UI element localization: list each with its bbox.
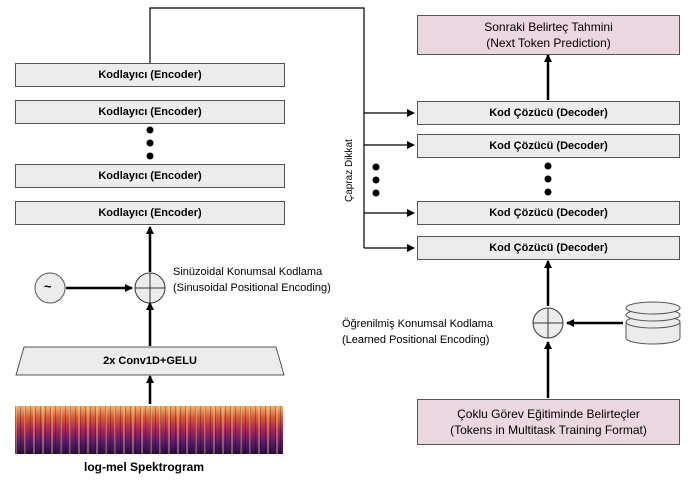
encoder-block: Kodlayıcı (Encoder) <box>15 100 285 124</box>
decoder-block: Kod Çözücü (Decoder) <box>417 236 680 260</box>
decoder-block: Kod Çözücü (Decoder) <box>417 134 680 158</box>
encoder-block: Kodlayıcı (Encoder) <box>15 63 285 87</box>
next-token-prediction-box: Sonraki Belirteç Tahmini (Next Token Pre… <box>417 15 680 55</box>
encoder-dot <box>146 152 154 160</box>
encoder-block-label: Kodlayıcı (Encoder) <box>98 69 202 81</box>
decoder-dot <box>544 175 552 183</box>
spectrogram-caption: log-mel Spektrogram <box>84 460 205 474</box>
sine-symbol: ~ <box>44 279 52 294</box>
decoder-block-label: Kod Çözücü (Decoder) <box>489 107 608 119</box>
cross-attn-dot <box>372 189 380 197</box>
cross-attn-dot <box>372 176 380 184</box>
spectrogram-image <box>15 406 283 454</box>
cross-attn-dot <box>372 163 380 171</box>
multitask-tokens-box: Çoklu Görev Eğitiminde Belirteçler (Toke… <box>417 399 680 445</box>
multitask-tokens-label-tr: Çoklu Görev Eğitiminde Belirteçler <box>457 407 640 421</box>
next-token-label-tr: Sonraki Belirteç Tahmini <box>484 20 613 34</box>
conv-trapezoid <box>15 346 285 376</box>
encoder-block: Kodlayıcı (Encoder) <box>15 164 285 188</box>
encoder-block: Kodlayıcı (Encoder) <box>15 201 285 225</box>
conv-layer-label: 2x Conv1D+GELU <box>103 355 197 367</box>
cross-attention-label: Çapraz Dikkat <box>344 139 355 202</box>
conv-layer: 2x Conv1D+GELU <box>24 347 276 375</box>
decoder-block-label: Kod Çözücü (Decoder) <box>489 207 608 219</box>
decoder-dot <box>544 188 552 196</box>
decoder-block: Kod Çözücü (Decoder) <box>417 201 680 225</box>
decoder-block-label: Kod Çözücü (Decoder) <box>489 242 608 254</box>
decoder-dot <box>544 162 552 170</box>
learned-encoding-label-tr: Öğrenilmiş Konumsal Kodlama <box>342 318 494 330</box>
decoder-block: Kod Çözücü (Decoder) <box>417 101 680 125</box>
encoder-dot <box>146 139 154 147</box>
encoder-block-label: Kodlayıcı (Encoder) <box>98 106 202 118</box>
learned-encoding-label-en: (Learned Positional Encoding) <box>342 334 490 346</box>
embedding-stack-icon <box>625 301 681 345</box>
sinusoidal-encoding-label-tr: Sinüzoidal Konumsal Kodlama <box>173 266 323 278</box>
encoder-dot <box>146 126 154 134</box>
next-token-label-en: (Next Token Prediction) <box>486 36 611 50</box>
encoder-block-label: Kodlayıcı (Encoder) <box>98 170 202 182</box>
encoder-block-label: Kodlayıcı (Encoder) <box>98 207 202 219</box>
sinusoidal-encoding-label-en: (Sinusoidal Positional Encoding) <box>173 282 331 294</box>
encoder-output-line <box>149 7 365 248</box>
encoder-sine-circle <box>34 272 66 304</box>
multitask-tokens-label-en: (Tokens in Multitask Training Format) <box>450 423 647 437</box>
decoder-block-label: Kod Çözücü (Decoder) <box>489 140 608 152</box>
